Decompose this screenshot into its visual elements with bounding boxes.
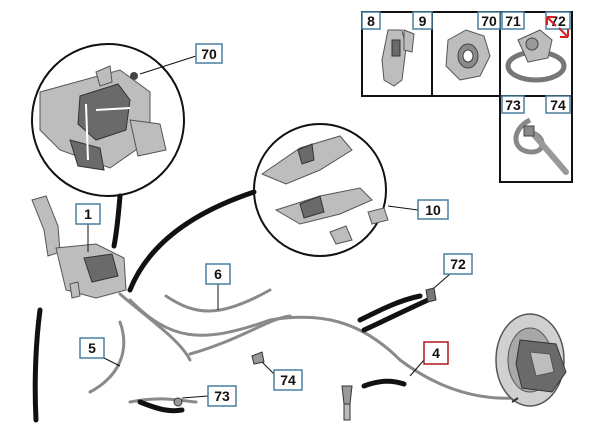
label-73-text: 73 [505, 97, 521, 113]
zoom-link-2 [127, 189, 257, 293]
callout-73[interactable] [207, 385, 237, 407]
callout-72[interactable] [443, 253, 473, 275]
callout-4-text: 4 [432, 345, 440, 361]
clamp-part-71-72 [505, 29, 567, 83]
label-71[interactable] [501, 11, 525, 30]
tie-74-detail [251, 351, 265, 365]
callout-6[interactable] [205, 263, 231, 285]
label-8-text: 8 [367, 13, 375, 29]
callout-1-text: 1 [84, 206, 92, 222]
label-70[interactable] [477, 11, 501, 30]
callout-10[interactable] [417, 199, 449, 220]
label-70-text: 70 [481, 13, 497, 29]
zoom-detail-cable-end [253, 123, 389, 257]
callout-5[interactable] [79, 337, 105, 359]
clip-72-detail [425, 287, 437, 303]
label-72-text: 72 [550, 13, 566, 29]
callout-5-text: 5 [88, 340, 96, 356]
cable-tie-part-73-74 [513, 117, 569, 175]
expand-arrows-icon[interactable] [546, 16, 569, 38]
label-8[interactable] [361, 11, 381, 30]
parts-panel: 8 9 70 71 72 73 [361, 11, 573, 183]
rear-brake-caliper [495, 313, 567, 407]
callout-10-text: 10 [425, 202, 441, 218]
label-74-text: 74 [550, 97, 566, 113]
zoom-detail-lever-mount [31, 43, 185, 197]
handbrake-lever-assembly [31, 195, 127, 299]
callout-74-text: 74 [280, 372, 296, 388]
callout-70[interactable] [195, 43, 223, 64]
callout-74[interactable] [273, 369, 303, 391]
tie-73-detail [173, 397, 183, 407]
callout-70-text: 70 [201, 46, 217, 62]
nut-part-70 [445, 29, 491, 81]
brake-cables [32, 288, 518, 423]
label-9[interactable] [412, 11, 433, 30]
label-74[interactable] [545, 95, 571, 114]
label-71-text: 71 [505, 13, 521, 29]
callout-73-text: 73 [214, 388, 230, 404]
callout-1[interactable] [75, 203, 101, 225]
label-73[interactable] [501, 95, 525, 114]
callout-6-text: 6 [214, 266, 222, 282]
callout-72-text: 72 [450, 256, 466, 272]
clip-part-8-9 [381, 29, 415, 87]
callout-4[interactable] [423, 341, 449, 365]
zoom-link-1 [111, 193, 123, 249]
nut-detail [130, 72, 138, 80]
bolt-detail [341, 385, 353, 421]
label-9-text: 9 [419, 13, 427, 29]
